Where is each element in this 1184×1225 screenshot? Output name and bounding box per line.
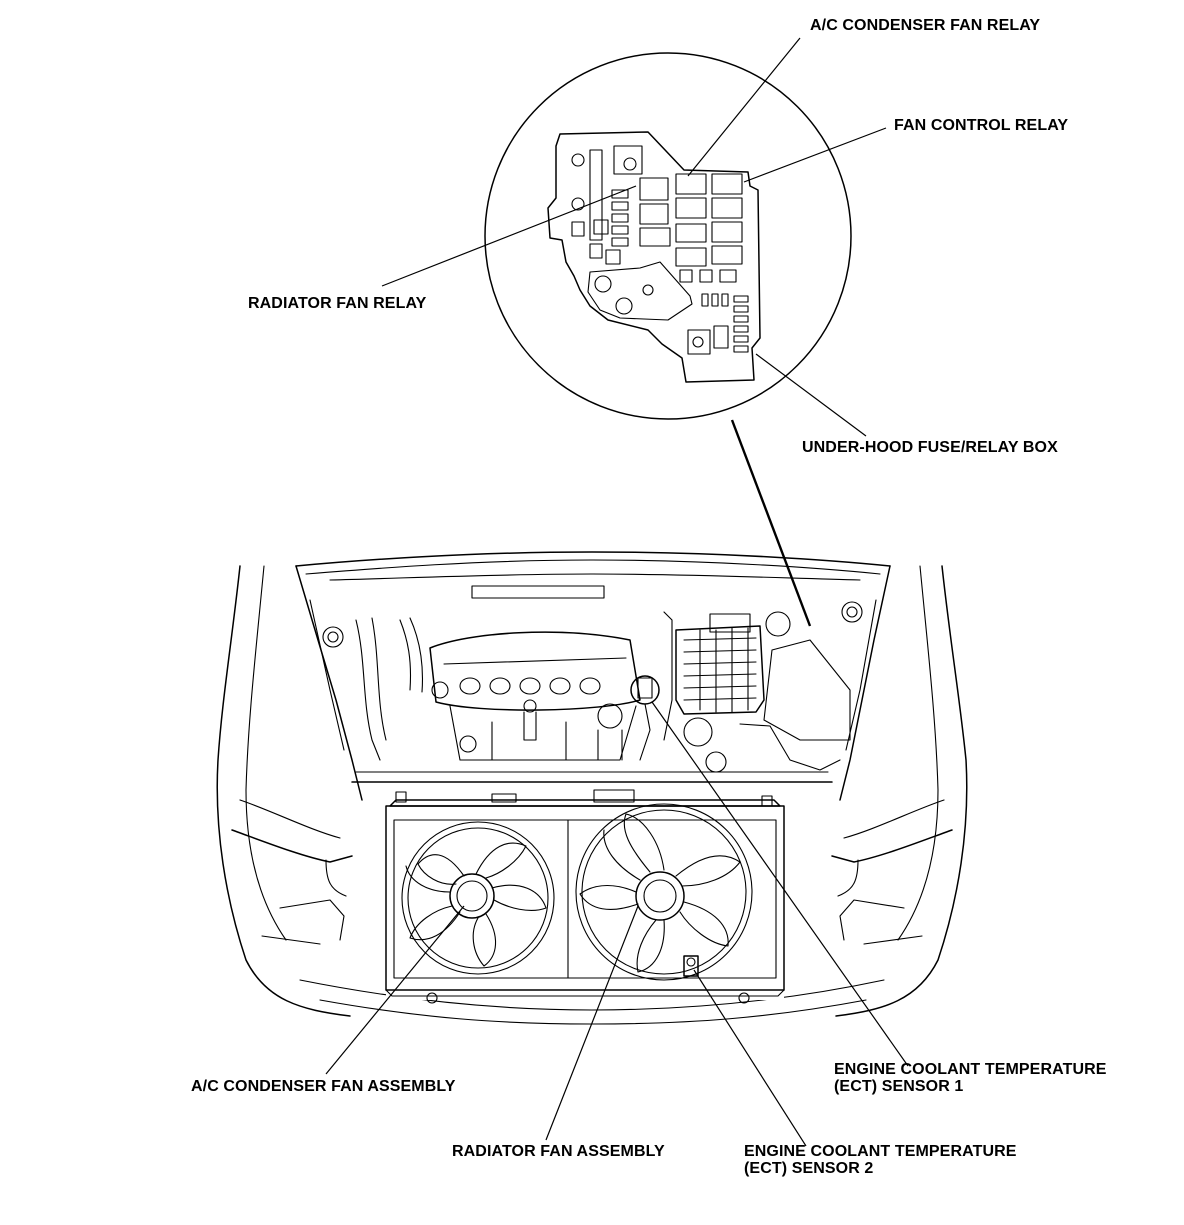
- body-left-side: [216, 565, 351, 1017]
- label-ac-condenser-fan-assembly: A/C CONDENSER FAN ASSEMBLY: [191, 1078, 456, 1095]
- label-under-hood-fuse-relay-box: UNDER-HOOD FUSE/RELAY BOX: [802, 439, 1058, 456]
- engine: [355, 617, 641, 761]
- radiator-fan-relay: [639, 177, 669, 201]
- label-ect-sensor-2-line2: (ECT) SENSOR 2: [744, 1160, 874, 1177]
- leader-ac-condenser-fan-relay: [687, 37, 801, 177]
- leader-fan-control-relay: [743, 127, 887, 183]
- fuse-relay-box-detail: [484, 52, 852, 420]
- label-ect-sensor-1: ENGINE COOLANT TEMPERATURE (ECT) SENSOR …: [834, 1061, 1107, 1095]
- right-headlight-edge: [831, 829, 953, 863]
- label-ac-condenser-fan-relay: A/C CONDENSER FAN RELAY: [810, 17, 1041, 34]
- fuse-box-outline: [547, 131, 761, 383]
- radiator-fan: [575, 803, 753, 981]
- label-fan-control-relay: FAN CONTROL RELAY: [894, 117, 1069, 134]
- label-ect-sensor-2: ENGINE COOLANT TEMPERATURE (ECT) SENSOR …: [744, 1143, 1017, 1177]
- leader-ect-sensor-2: [693, 969, 807, 1147]
- label-ect-sensor-2-line1: ENGINE COOLANT TEMPERATURE: [744, 1143, 1017, 1160]
- label-radiator-fan-relay: RADIATOR FAN RELAY: [248, 295, 427, 312]
- label-ect-sensor-1-line2: (ECT) SENSOR 1: [834, 1078, 964, 1095]
- ect-sensor-1: [630, 675, 660, 761]
- radiator-fan-shroud: [385, 789, 785, 1004]
- label-radiator-fan-assembly: RADIATOR FAN ASSEMBLY: [452, 1143, 665, 1160]
- detail-connector-line: [730, 419, 812, 627]
- body-right-side: [835, 565, 968, 1017]
- leader-radiator-fan-assembly: [545, 905, 639, 1141]
- leader-under-hood-fuse-relay-box: [755, 353, 867, 437]
- ac-condenser-fan-relay: [675, 173, 707, 195]
- ac-condenser-fan: [401, 821, 555, 975]
- air-box: [663, 611, 851, 773]
- ect-sensor-2: [683, 955, 699, 977]
- leader-lines: [325, 37, 909, 1147]
- leader-ect-sensor-1: [651, 701, 909, 1067]
- leader-radiator-fan-relay: [381, 185, 637, 287]
- fan-control-relay: [711, 173, 743, 195]
- left-headlight-edge: [231, 829, 353, 863]
- label-ect-sensor-1-line1: ENGINE COOLANT TEMPERATURE: [834, 1061, 1107, 1078]
- hood-edge: [295, 551, 891, 567]
- vehicle-front-view: [216, 551, 968, 1025]
- leader-ac-condenser-fan-assembly: [325, 905, 465, 1075]
- detail-magnifier-circle: [484, 52, 852, 420]
